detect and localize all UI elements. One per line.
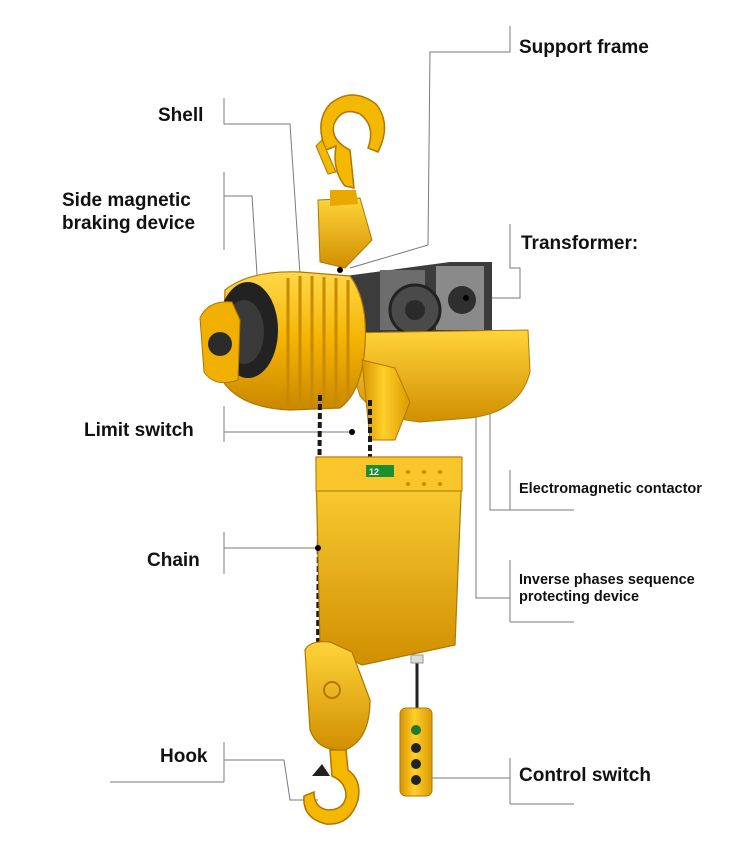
capacity-tag-text: 12 (369, 467, 379, 477)
label-inverse-phases: Inverse phases sequence protecting devic… (519, 572, 695, 607)
label-transformer: Transformer: (521, 233, 639, 254)
label-side-braking-line2: braking device (62, 212, 196, 234)
leader-shell (223, 98, 301, 276)
label-support-frame: Support frame (519, 37, 649, 58)
label-electromagnetic-contactor: Electromagnetic contactor (519, 481, 702, 497)
label-control-switch: Control switch (519, 765, 651, 786)
label-inverse-line2: protecting device (519, 589, 640, 606)
control-pendant (399, 654, 433, 797)
leader-control (425, 758, 574, 805)
leader-electro (489, 340, 574, 511)
label-chain: Chain (147, 550, 200, 571)
leader-transformer (470, 224, 521, 299)
leader-inverse (475, 345, 574, 623)
leader-hook (110, 742, 318, 801)
label-shell: Shell (158, 105, 204, 126)
label-side-braking-line1: Side magnetic (62, 190, 191, 211)
leader-lines (110, 26, 574, 805)
label-side-magnetic-braking: Side magnetic braking device (62, 190, 195, 236)
label-inverse-line1: Inverse phases sequence (519, 572, 695, 588)
motor-shell (199, 271, 367, 411)
leader-support-frame (349, 26, 511, 269)
callout-dots (315, 267, 469, 551)
top-hook (315, 94, 386, 269)
leader-side-braking (223, 172, 259, 291)
chain-container: 12 (315, 456, 463, 666)
label-hook: Hook (160, 746, 208, 767)
support-frame (345, 262, 492, 338)
suspension-arm (361, 359, 411, 441)
leader-chain (223, 532, 318, 574)
leader-limit-switch (223, 406, 352, 442)
label-limit-switch: Limit switch (84, 420, 194, 441)
bottom-hook (303, 641, 371, 825)
capacity-tag (366, 465, 394, 477)
